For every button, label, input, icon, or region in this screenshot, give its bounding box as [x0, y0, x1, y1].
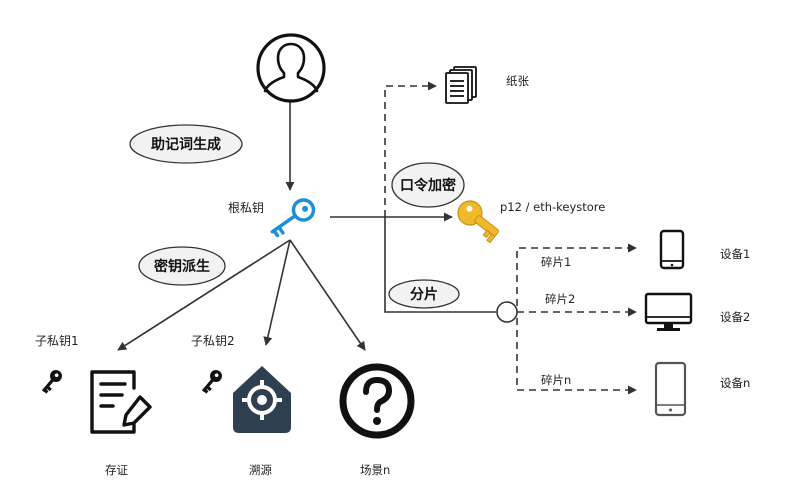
gold-key-icon: [457, 200, 499, 244]
key-derive-ellipse: 密钥派生: [138, 246, 226, 286]
arrow-root-to-scenario: [289, 239, 366, 351]
arrow-split-to-device1: [516, 243, 637, 306]
keystore-label: p12 / eth-keystore: [500, 200, 605, 214]
key-derive-label: 密钥派生: [153, 258, 210, 275]
root-key-label: 根私钥: [228, 201, 264, 215]
paper-label: 纸张: [506, 74, 529, 88]
certificate-icon: [90, 370, 152, 434]
scenario-label: 场景n: [360, 463, 390, 477]
proof-label: 存证: [105, 463, 128, 477]
shard1-label: 碎片1: [541, 255, 571, 269]
device1-label: 设备1: [720, 247, 750, 261]
child-key2-label: 子私钥2: [191, 334, 235, 348]
split-label: 分片: [410, 286, 438, 303]
mnemonic-gen-ellipse: 助记词生成: [129, 124, 243, 164]
arrow-split-to-devicen: [516, 318, 637, 395]
password-encrypt-label: 口令加密: [400, 177, 456, 194]
question-icon: [339, 363, 415, 439]
shard2-label: 碎片2: [545, 292, 575, 306]
devicen-label: 设备n: [720, 376, 750, 390]
mnemonic-gen-label: 助记词生成: [151, 136, 221, 153]
split-ellipse: 分片: [388, 279, 460, 309]
arrow-root-to-trace: [263, 239, 291, 346]
child-key1-label: 子私钥1: [35, 334, 79, 348]
trace-location-icon: [233, 366, 291, 433]
device2-label: 设备2: [720, 310, 750, 324]
document-stack-icon: [445, 66, 477, 104]
small-key-icon: [201, 370, 222, 394]
tablet-icon: [654, 361, 687, 417]
small-key-icon: [41, 370, 62, 394]
key-icon: [270, 198, 316, 238]
shardn-label: 碎片n: [541, 373, 571, 387]
arrow-to-split-node: [384, 217, 496, 313]
user-icon: [256, 33, 326, 103]
monitor-icon: [644, 292, 693, 331]
connectors: [117, 81, 637, 395]
phone-icon: [659, 229, 685, 270]
password-encrypt-ellipse: 口令加密: [391, 162, 465, 208]
arrow-root-to-proof: [117, 239, 291, 351]
trace-label: 溯源: [249, 463, 272, 477]
split-node: [496, 301, 518, 323]
